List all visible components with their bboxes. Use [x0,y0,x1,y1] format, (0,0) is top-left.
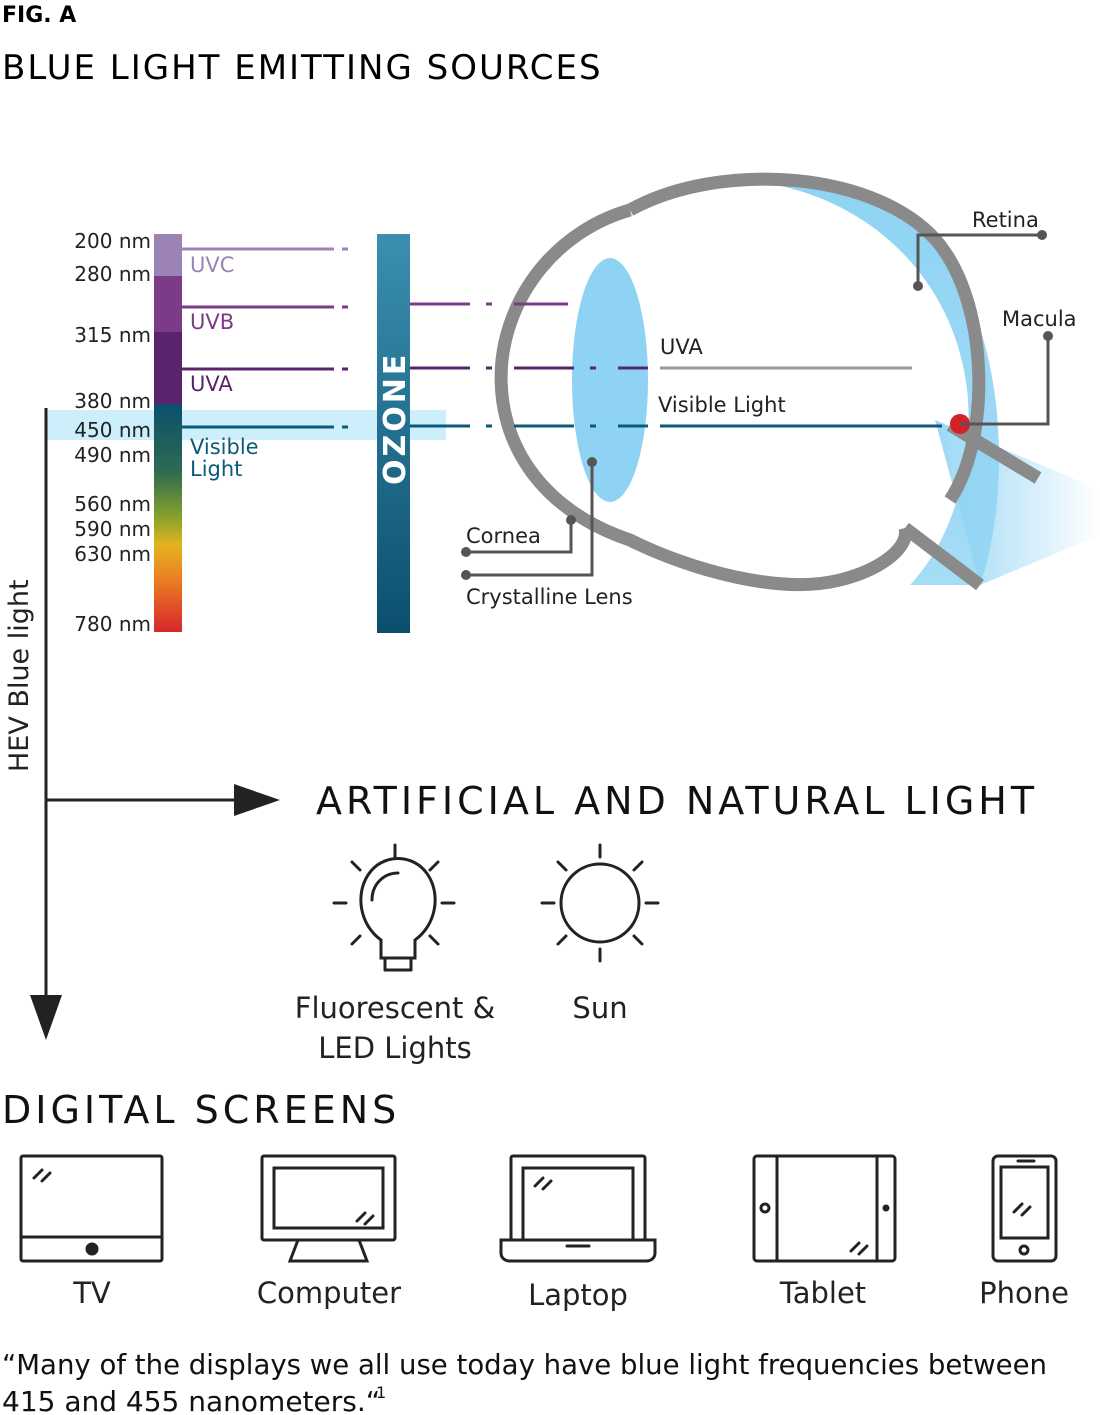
wavelength-label: 200 nm [74,229,151,253]
hev-arrowhead-right [234,784,280,816]
laptop-icon [499,1154,657,1263]
bulb-label-1: Fluorescent & [295,991,495,1025]
figure-label: FIG. A [2,3,76,28]
band-label-visible-2: Light [190,457,242,481]
digital-heading: DIGITAL SCREENS [2,1088,400,1132]
wavelength-label: 630 nm [74,542,151,566]
wavelength-label: 280 nm [74,262,151,286]
wavelength-label: 380 nm [74,389,151,413]
optic-nerve-top [946,419,1042,484]
page-title: BLUE LIGHT EMITTING SOURCES [2,48,603,88]
cornea-callout [466,520,573,554]
band-uvb-swatch [154,276,182,332]
band-label-visible-1: Visible [190,435,259,459]
callout-dot [913,281,923,291]
callout-dot [566,515,576,525]
wavelength-label: 490 nm [74,443,151,467]
wavelength-labels: 200 nm 280 nm 315 nm 380 nm 450 nm 490 n… [74,229,151,636]
phone-icon [991,1154,1058,1263]
band-uvc-swatch [154,234,182,276]
macula-callout [960,336,1050,426]
band-label-uvc: UVC [190,253,234,277]
callout-dot [587,457,597,467]
device-label-tablet: Tablet [779,1276,866,1310]
cornea-label: Cornea [466,524,541,548]
eye-rays [410,302,942,428]
callout-dot [461,547,471,557]
band-visible-swatch [154,404,182,632]
tablet-icon [752,1154,897,1263]
visible-ray-label: Visible Light [658,393,786,417]
tv-icon [19,1154,164,1263]
retina-region [760,180,1000,586]
device-label-laptop: Laptop [528,1278,628,1312]
retina-label: Retina [972,208,1039,232]
band-label-uvb: UVB [190,310,234,334]
callouts [466,233,1050,577]
eye-outline-top [626,172,986,504]
lens-label: Crystalline Lens [466,585,633,609]
lens-callout [466,462,594,577]
wavelength-label: 590 nm [74,517,151,541]
computer-icon [260,1154,397,1263]
artificial-heading: ARTIFICIAL AND NATURAL LIGHT [316,779,1038,823]
optic-nerve-bottom [901,522,984,591]
quote-line-2: 415 and 455 nanometers.“ [2,1385,380,1415]
hev-arrowhead-down [30,995,62,1040]
ozone-label: OZONE [378,352,413,485]
callout-dot [461,570,471,580]
spectrum-bar [154,234,182,632]
device-label-tv: TV [72,1276,111,1310]
uva-ray-label: UVA [660,335,703,359]
retina-callout [916,233,1042,286]
sun-icon [540,843,660,963]
callout-dots [461,230,1053,580]
band-label-uva: UVA [190,372,233,396]
callout-dot [1037,230,1047,240]
band-uva-swatch [154,332,182,404]
quote-line-1: “Many of the displays we all use today h… [2,1348,1047,1381]
quote-footnote: 1 [376,1383,386,1402]
device-label-phone: Phone [979,1276,1069,1310]
hev-label: HEV Blue light [4,579,35,772]
callout-dot [1043,331,1053,341]
device-label-computer: Computer [257,1276,401,1310]
macula-label: Macula [1002,307,1077,331]
ozone-layer [377,234,410,633]
wavelength-label: 450 nm [74,418,151,442]
bulb-label-2: LED Lights [318,1031,472,1065]
wavelength-label: 780 nm [74,612,151,636]
wavelength-label: 560 nm [74,492,151,516]
sun-label: Sun [572,991,627,1025]
crystalline-lens [572,258,648,502]
wavelength-label: 315 nm [74,323,151,347]
incoming-rays [182,247,348,429]
lightbulb-icon [332,843,456,972]
